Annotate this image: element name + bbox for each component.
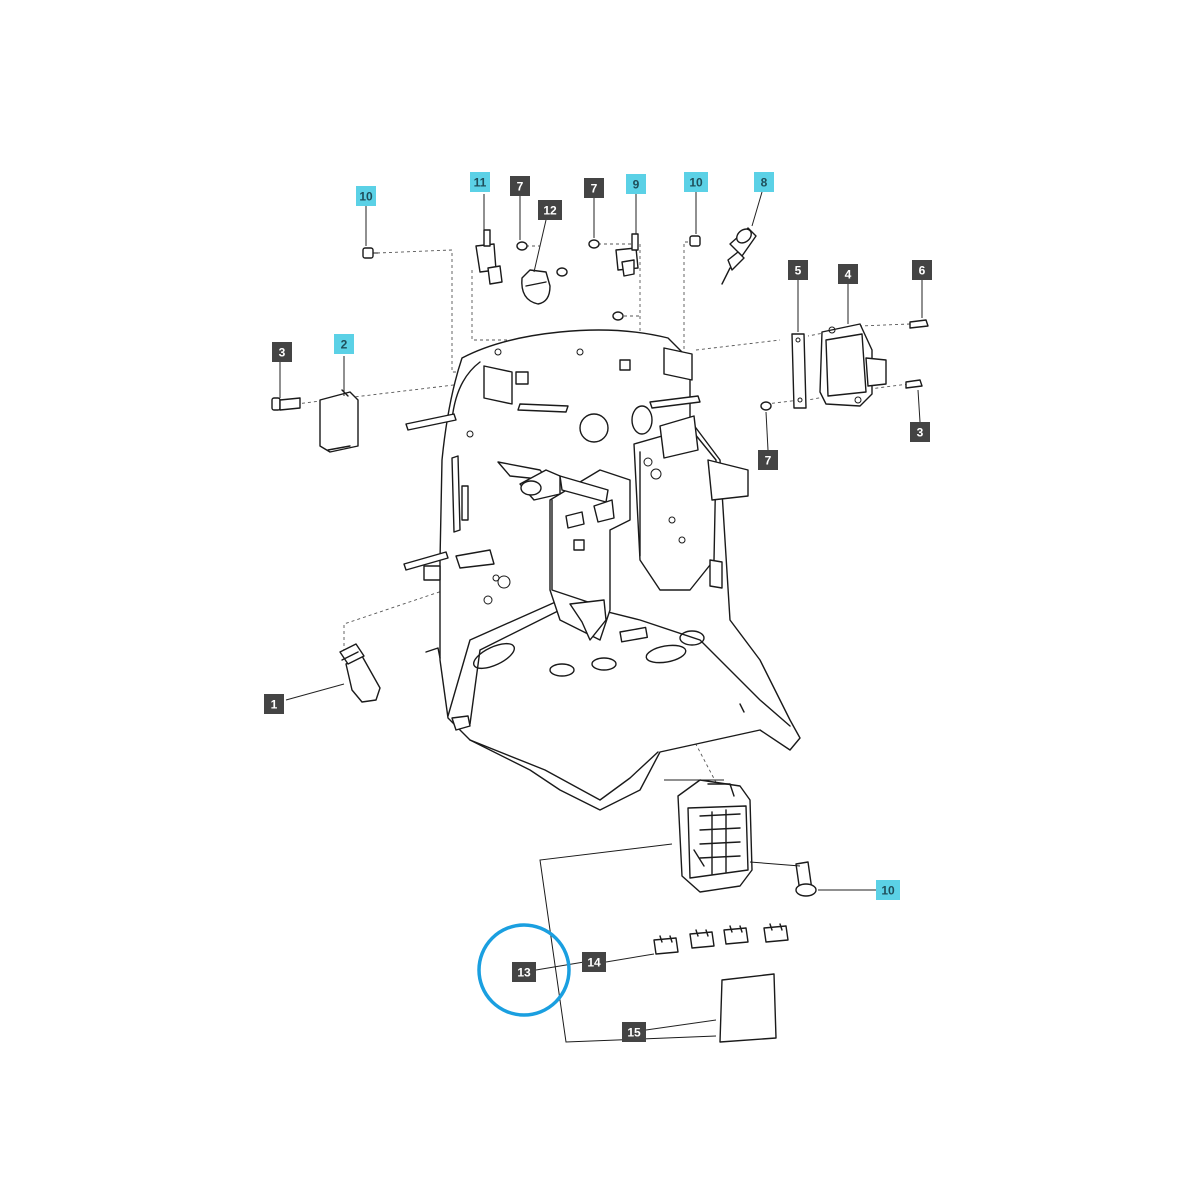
svg-text:13: 13 xyxy=(517,966,531,980)
svg-text:2: 2 xyxy=(341,338,348,352)
svg-text:4: 4 xyxy=(845,268,852,282)
svg-text:8: 8 xyxy=(761,176,768,190)
module-part-4 xyxy=(819,323,887,407)
svg-text:10: 10 xyxy=(881,884,895,898)
callout-3[interactable]: 3 xyxy=(272,342,292,362)
callout-layer: 10 11 7 12 7 9 10 8 xyxy=(264,172,932,1042)
selection-circle xyxy=(477,923,571,1017)
svg-text:15: 15 xyxy=(627,1026,641,1040)
chassis-panel xyxy=(403,329,801,811)
callout-10[interactable]: 10 xyxy=(684,172,708,192)
bolt-part-3 xyxy=(271,397,301,411)
callout-2[interactable]: 2 xyxy=(334,334,354,354)
clamp-part-12 xyxy=(521,267,568,305)
box-part-2 xyxy=(319,389,359,453)
svg-text:3: 3 xyxy=(917,426,924,440)
svg-text:11: 11 xyxy=(474,176,487,190)
callout-6[interactable]: 6 xyxy=(912,260,932,280)
svg-text:7: 7 xyxy=(591,182,598,196)
svg-text:10: 10 xyxy=(359,190,373,204)
relay-part-9 xyxy=(615,233,639,277)
svg-text:6: 6 xyxy=(919,264,926,278)
callout-7[interactable]: 7 xyxy=(584,178,604,198)
callout-3[interactable]: 3 xyxy=(910,422,930,442)
leader-lines xyxy=(279,191,923,1031)
fuse-set-14 xyxy=(653,923,789,955)
bolt-part-10-lower xyxy=(795,861,817,897)
callout-14[interactable]: 14 xyxy=(582,952,606,972)
svg-text:7: 7 xyxy=(517,180,524,194)
callout-8[interactable]: 8 xyxy=(754,172,774,192)
svg-text:1: 1 xyxy=(271,698,278,712)
svg-text:3: 3 xyxy=(279,346,286,360)
callout-1[interactable]: 1 xyxy=(264,694,284,714)
bolt-part xyxy=(362,247,378,259)
callout-9[interactable]: 9 xyxy=(626,174,646,194)
callout-7[interactable]: 7 xyxy=(758,450,778,470)
callout-13[interactable]: 13 xyxy=(512,962,536,982)
callout-12[interactable]: 12 xyxy=(538,200,562,220)
relay-part-11 xyxy=(475,229,503,285)
svg-text:7: 7 xyxy=(765,454,772,468)
svg-text:10: 10 xyxy=(689,176,703,190)
callout-4[interactable]: 4 xyxy=(838,264,858,284)
switch-part-1 xyxy=(339,643,381,703)
callout-5[interactable]: 5 xyxy=(788,260,808,280)
callout-11[interactable]: 11 xyxy=(470,172,490,192)
svg-text:12: 12 xyxy=(543,204,557,218)
callout-15[interactable]: 15 xyxy=(622,1022,646,1042)
callout-10[interactable]: 10 xyxy=(876,880,900,900)
callout-10[interactable]: 10 xyxy=(356,186,376,206)
label-sheet-15 xyxy=(719,973,777,1043)
sensor-part-8 xyxy=(721,227,757,285)
svg-text:14: 14 xyxy=(587,956,601,970)
svg-text:9: 9 xyxy=(633,178,640,192)
callout-7[interactable]: 7 xyxy=(510,176,530,196)
svg-text:5: 5 xyxy=(795,264,802,278)
small-parts xyxy=(271,227,929,1043)
fuse-box-part xyxy=(677,779,753,893)
